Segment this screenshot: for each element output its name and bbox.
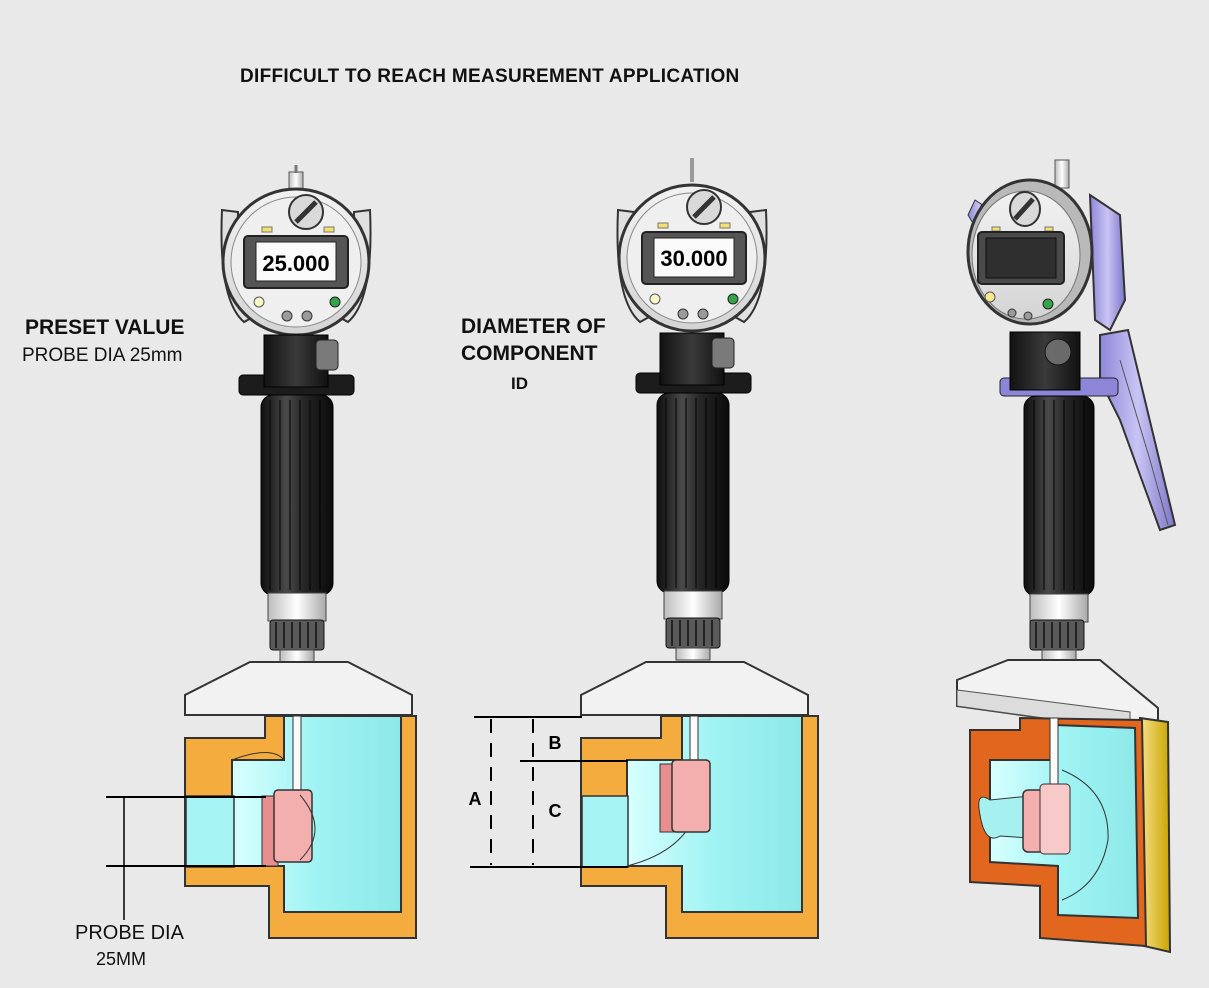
- probe-dia-preset-label: PROBE DIA 25mm: [22, 345, 183, 366]
- dimension-a-label: A: [469, 789, 482, 809]
- preset-value-label: PRESET VALUE: [25, 316, 185, 339]
- middle-component-section: [470, 715, 819, 939]
- probe-dia-label-line2: 25MM: [96, 949, 147, 969]
- dimension-c-label: C: [549, 801, 562, 821]
- diameter-label-line3: ID: [511, 374, 528, 393]
- middle-bore-gauge: [580, 158, 809, 716]
- diameter-label-line2: COMPONENT: [461, 342, 598, 365]
- left-gauge-reading: 25.000: [262, 251, 329, 276]
- diagram-title: DIFFICULT TO REACH MEASUREMENT APPLICATI…: [240, 66, 740, 87]
- right-component-section: [969, 716, 1172, 954]
- probe-dia-label-line1: PROBE DIA: [75, 922, 184, 944]
- left-bore-gauge: [184, 165, 413, 716]
- middle-gauge-reading: 30.000: [660, 246, 727, 271]
- diameter-label-line1: DIAMETER OF: [461, 315, 606, 338]
- left-component-section: [106, 715, 417, 939]
- right-bore-gauge: [956, 159, 1177, 732]
- dimension-b-label: B: [549, 733, 562, 753]
